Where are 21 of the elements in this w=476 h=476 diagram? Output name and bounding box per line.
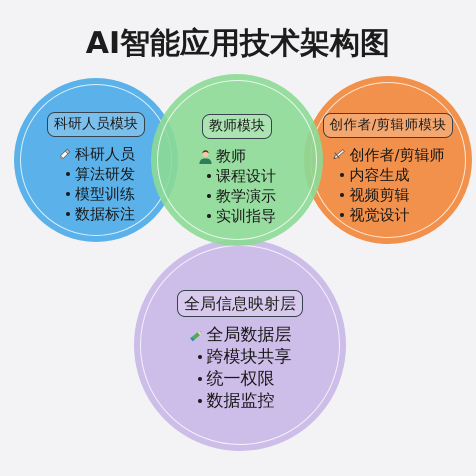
diagram-title: AI智能应用技术架构图 xyxy=(86,25,390,63)
role-label: 科研人员 xyxy=(75,144,135,164)
feature-item: 算法研发 xyxy=(75,164,135,184)
role-label: 全局数据层 xyxy=(206,324,292,346)
feature-item: 教学演示 xyxy=(216,186,276,206)
feature-item: 统一权限 xyxy=(206,368,274,390)
feature-item: 内容生成 xyxy=(349,164,410,185)
feature-item: 数据标注 xyxy=(75,204,135,224)
feature-item: 模型训练 xyxy=(75,184,135,204)
feature-item: 跨模块共享 xyxy=(206,346,292,368)
module-heading: 科研人员模块 xyxy=(47,112,145,137)
module-heading: 教师模块 xyxy=(202,114,272,139)
module-heading: 全局信息映射层 xyxy=(177,290,303,317)
role-label: 创作者/剪辑师 xyxy=(349,144,445,165)
feature-item: 视觉设计 xyxy=(349,204,410,225)
feature-item: 实训指导 xyxy=(216,206,276,226)
feature-item: 课程设计 xyxy=(216,166,276,186)
module-heading: 创作者/剪辑师模块 xyxy=(322,113,454,138)
feature-item: 视频剪辑 xyxy=(349,184,410,205)
role-label: 教师 xyxy=(216,146,246,166)
feature-item: 数据监控 xyxy=(206,390,274,412)
